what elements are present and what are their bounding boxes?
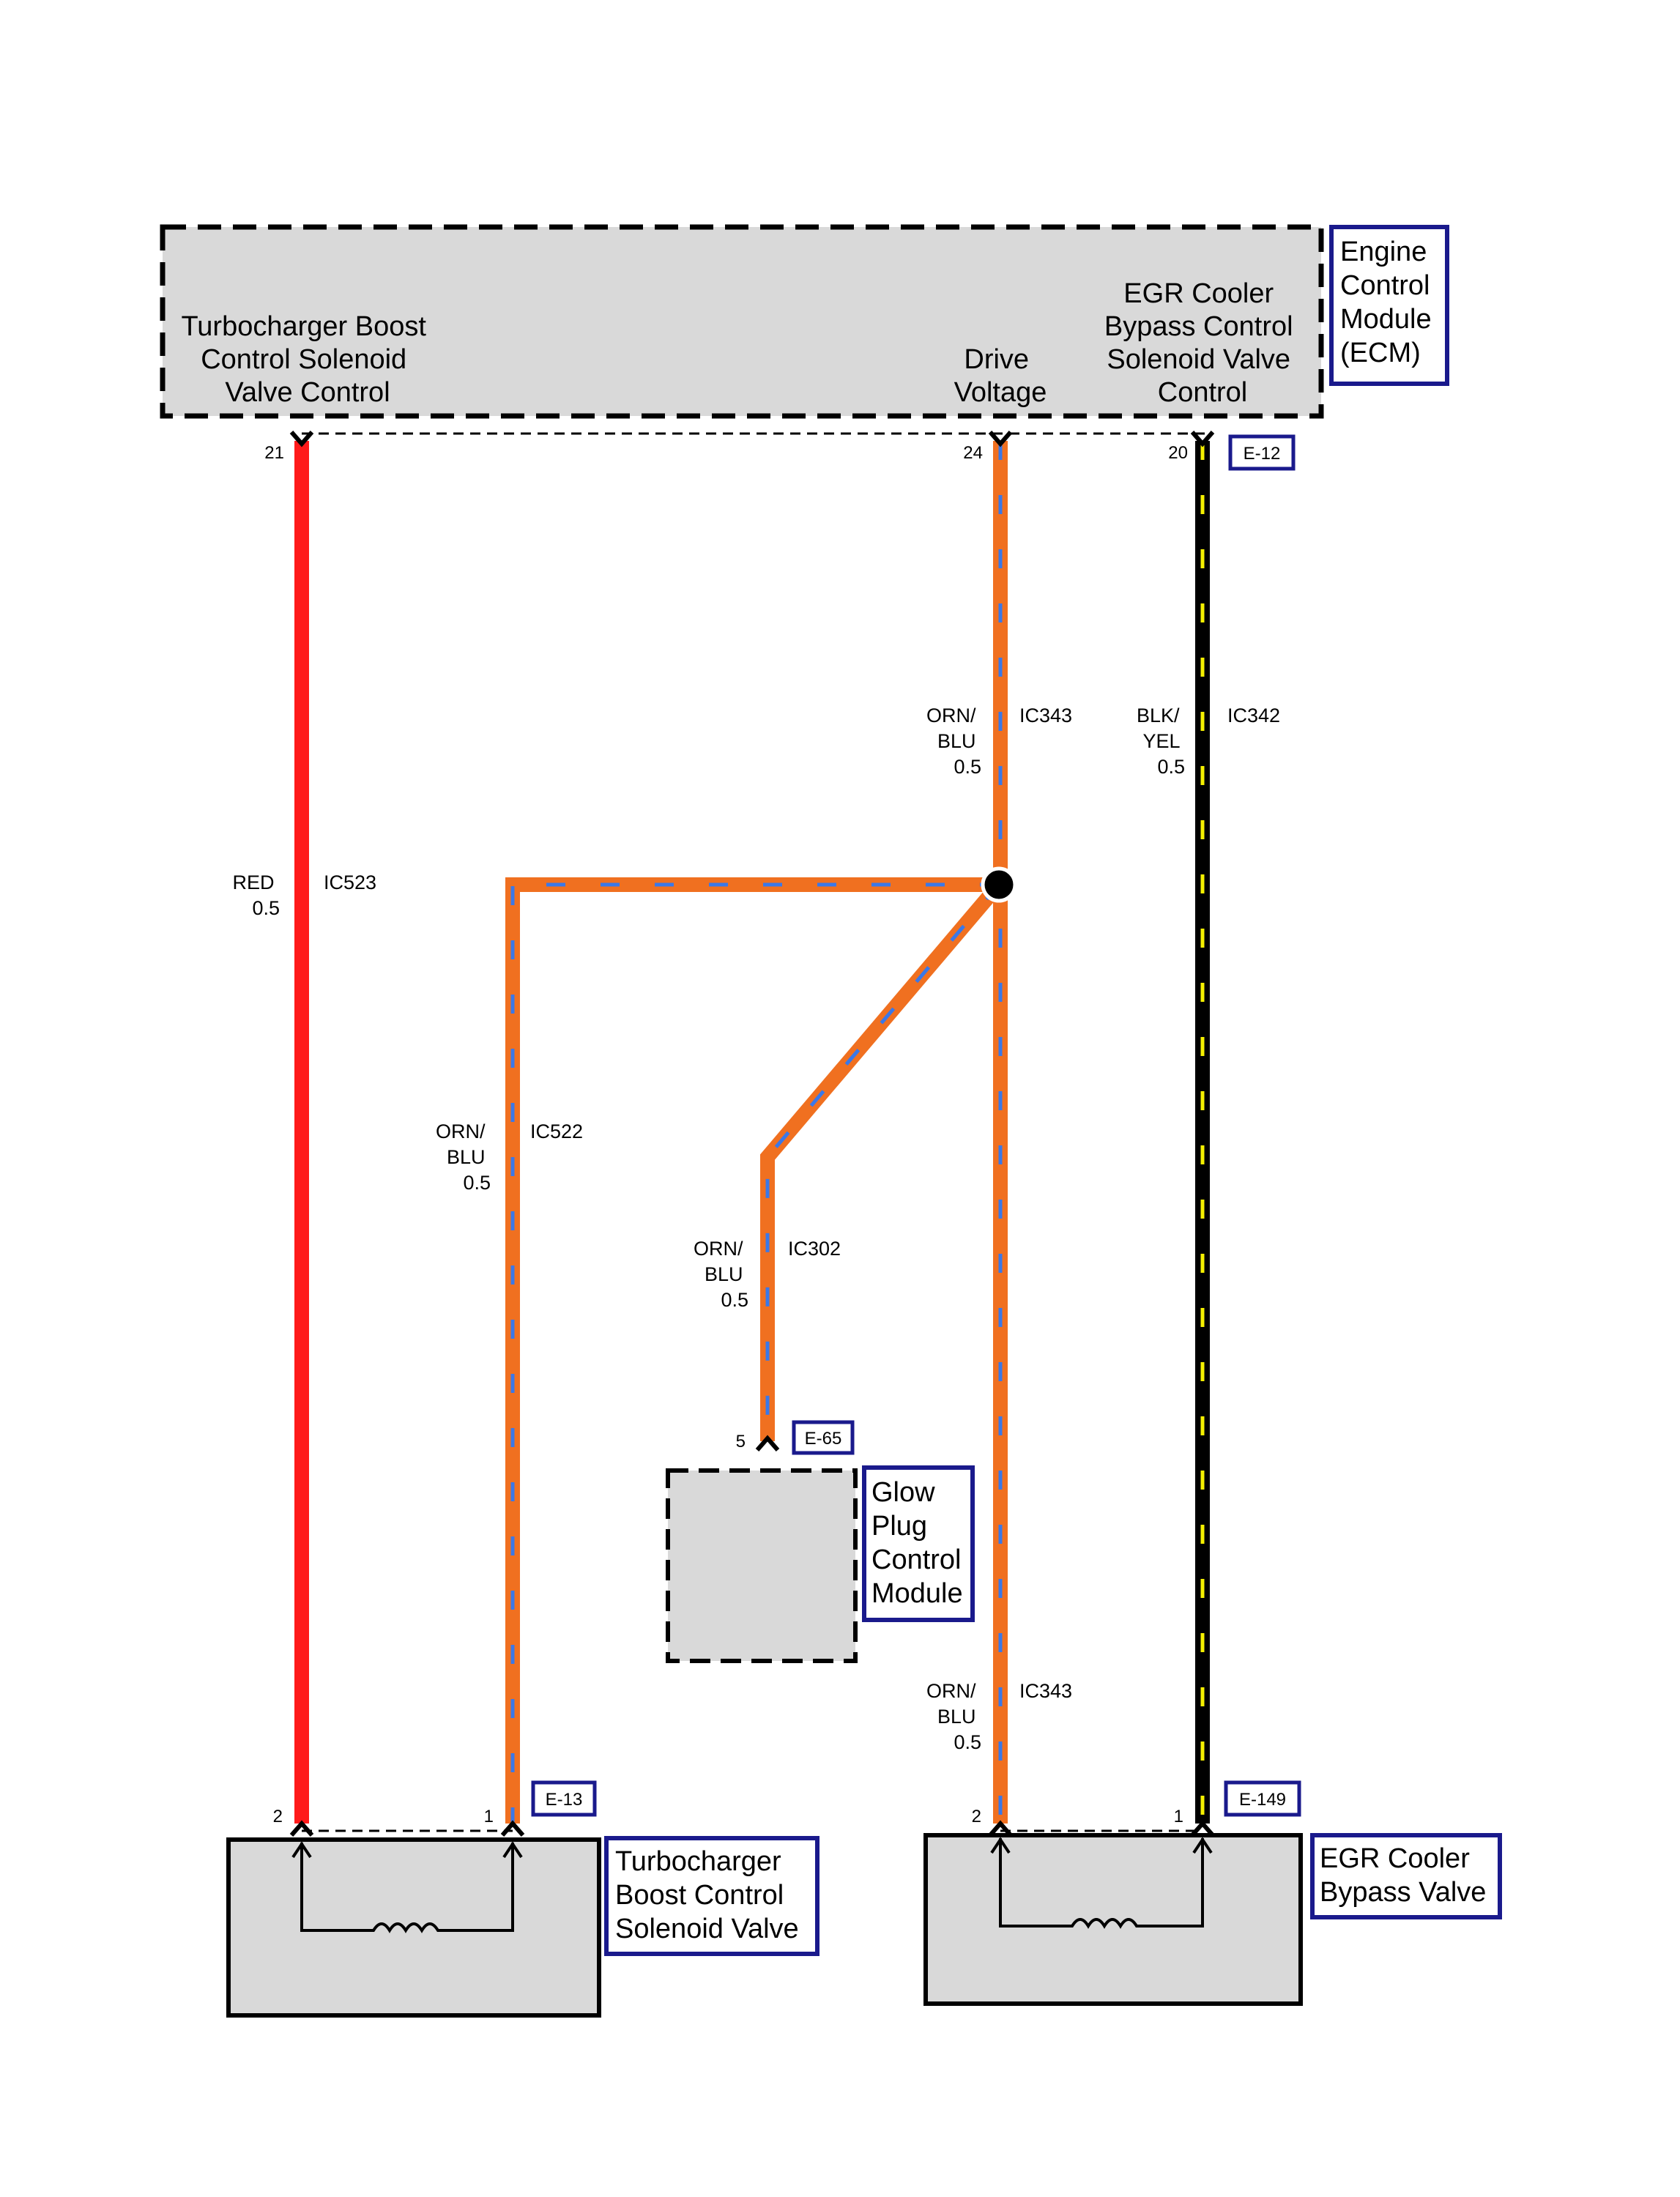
ic343-bottom-color: ORN/ BLU 0.5 (926, 1680, 981, 1753)
egr-connector-id: E-149 (1239, 1790, 1286, 1810)
egr-pin-1: 1 (1174, 1807, 1183, 1826)
terminal-21 (289, 431, 314, 447)
egr-arrow-icon-left (990, 1837, 1011, 1854)
egr-arrow-icon-right (1192, 1837, 1213, 1854)
ic343-top-circuit: IC343 (1019, 705, 1072, 726)
ic523-circuit: IC523 (324, 871, 376, 893)
egr-pin-2: 2 (972, 1807, 981, 1826)
glow-plug-body (666, 1468, 858, 1663)
terminal-24 (988, 431, 1013, 447)
turbo-connector-badge (531, 1780, 597, 1817)
glow-plug-name: Glow Plug Control Module (871, 1477, 969, 1609)
ic522-circuit: IC522 (530, 1120, 583, 1142)
ecm-egr-label: EGR Cooler Bypass Control Solenoid Valve… (1104, 278, 1301, 408)
ecm-name-box (1329, 225, 1449, 386)
wire-ic522 (505, 877, 999, 1824)
ecm-connector-id: E-12 (1244, 444, 1281, 464)
turbo-pin-1: 1 (484, 1807, 494, 1826)
turbo-valve-name-box (604, 1836, 819, 1956)
terminal-5 (755, 1435, 780, 1451)
wire-ic522-line (505, 877, 999, 1824)
ic522-color: ORN/ BLU 0.5 (436, 1120, 491, 1194)
wire-ic302-line (760, 880, 1005, 1441)
ecm-name: Engine Control Module (ECM) (1340, 237, 1439, 368)
egr-terminal-1 (1190, 1820, 1215, 1837)
wire-labels: RED 0.5 IC523 ORN/ BLU 0.5 IC343 BLK/ YE… (232, 705, 1280, 1753)
ecm-pin-24: 24 (963, 443, 983, 463)
egr-valve-name: EGR Cooler Bypass Valve (1320, 1843, 1486, 1908)
glow-plug-pin: 5 (736, 1432, 746, 1451)
egr-terminal-2 (988, 1820, 1013, 1837)
wire-ic302 (760, 880, 1005, 1441)
ic343-bottom-circuit: IC343 (1019, 1680, 1072, 1702)
egr-coil-icon (999, 1838, 1204, 1929)
ic342-color: BLK/ YEL 0.5 (1137, 705, 1185, 778)
ecm-body (160, 224, 1324, 419)
terminal-20 (1190, 431, 1215, 447)
egr-connector-badge (1224, 1780, 1301, 1817)
turbo-connector-id: E-13 (546, 1790, 583, 1810)
ic343-top-color: ORN/ BLU 0.5 (926, 705, 981, 778)
ecm-drive-label: Drive Voltage (954, 344, 1047, 408)
turbo-arrow-icon-right (502, 1841, 523, 1859)
turbo-terminal-2 (289, 1820, 314, 1837)
ecm-connector-badge (1228, 434, 1296, 471)
turbo-valve-body (226, 1837, 601, 2018)
ecm-pin-20: 20 (1168, 443, 1188, 463)
ic523-color: RED 0.5 (232, 871, 280, 919)
wire-ic302-stripe (765, 883, 1000, 1441)
glow-plug-component: 5 E-65 Glow Plug Control Module (666, 1420, 975, 1663)
egr-valve-component: 2 1 E-149 EGR Cooler Bypass Valve (923, 1780, 1502, 2006)
ecm-turbo-label: Turbocharger Boost Control Solenoid Valv… (182, 311, 434, 408)
turbo-coil-icon (300, 1843, 514, 1933)
glow-plug-connector-id: E-65 (805, 1429, 842, 1449)
glow-plug-name-box (862, 1465, 975, 1622)
ic342-circuit: IC342 (1227, 705, 1280, 726)
turbo-terminal-1 (500, 1820, 525, 1837)
ecm-terminals (289, 431, 1215, 447)
ic302-circuit: IC302 (788, 1238, 841, 1260)
splice-node (981, 866, 1017, 903)
turbo-valve-component: 2 1 E-13 Turbocharger Boost Control Sole… (226, 1780, 819, 2018)
turbo-pin-2: 2 (273, 1807, 283, 1826)
egr-valve-body (923, 1833, 1303, 2006)
turbo-valve-name: Turbocharger Boost Control Solenoid Valv… (615, 1846, 799, 1944)
ecm-component: Turbocharger Boost Control Solenoid Valv… (160, 224, 1449, 471)
ic302-color: ORN/ BLU 0.5 (694, 1238, 748, 1311)
egr-valve-name-box (1310, 1833, 1502, 1919)
glow-plug-connector-badge (792, 1420, 855, 1455)
ecm-pin-21: 21 (264, 443, 284, 463)
turbo-arrow-icon-left (291, 1841, 312, 1859)
